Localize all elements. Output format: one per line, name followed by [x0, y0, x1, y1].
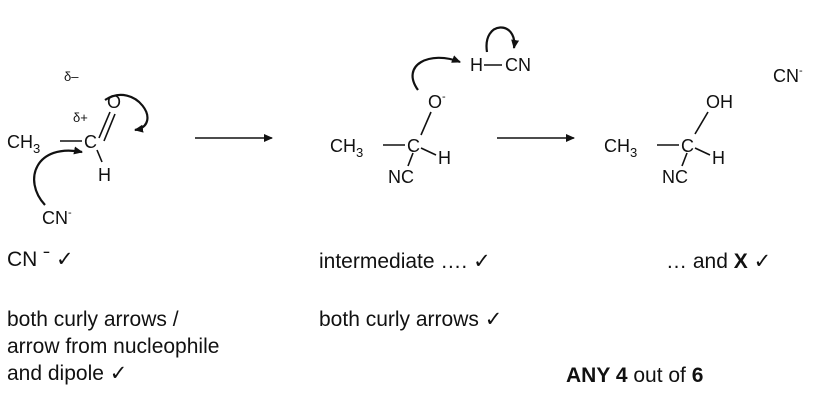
intermediate-nitrile: NC	[388, 167, 414, 187]
pi-bond-curly-arrow	[104, 93, 149, 133]
alkoxide-oxygen: O-	[428, 91, 446, 112]
delta-minus-label: δ–	[64, 69, 79, 84]
product-hydrogen: H	[712, 148, 725, 168]
hydroxyl-group: OH	[706, 92, 733, 112]
methyl-group-intermediate: CH3	[330, 136, 363, 160]
methyl-group: CH3	[7, 132, 40, 156]
c-cn-bond-intermediate	[407, 152, 414, 167]
ch-bond-intermediate	[420, 147, 437, 156]
reaction-scheme: δ– O δ+ CH3 C H CN- H CN O- CH3 C H NC O…	[7, 26, 803, 228]
product-carbon: C	[681, 136, 694, 156]
alkoxide-intermediate: H CN O- CH3 C H NC	[330, 26, 531, 187]
hcn-hydrogen: H	[470, 55, 483, 75]
hydrogen-atom: H	[98, 165, 111, 185]
cyanide-byproduct: CN-	[773, 65, 803, 86]
co-double-bond-a	[98, 111, 111, 139]
nucleophile-attack-arrow	[33, 146, 83, 206]
product-mark-note: … and X ✓	[666, 250, 772, 273]
cn-mark-note: CN ˉ ✓	[7, 248, 74, 271]
ch-bond-product	[694, 147, 711, 156]
delta-plus-label: δ+	[73, 110, 88, 125]
product-nitrile: NC	[662, 167, 688, 187]
co-single-bond	[420, 111, 432, 136]
hydroxynitrile-product: OH CH3 C H NC	[604, 92, 733, 187]
c-oh-bond	[694, 111, 709, 135]
hcn-cyanide: CN	[505, 55, 531, 75]
methyl-group-product: CH3	[604, 136, 637, 160]
reactant-ethanal: δ– O δ+ CH3 C H CN-	[7, 69, 149, 228]
c-cn-bond-product	[681, 152, 688, 167]
alkoxide-curly-arrow	[411, 55, 461, 91]
intermediate-carbon: C	[407, 136, 420, 156]
curly-arrows-middle-note: both curly arrows ✓	[319, 308, 503, 331]
hcn-curly-arrow	[485, 26, 520, 53]
any-out-of-note: ANY 4 out of 6	[566, 364, 704, 387]
ch-bond	[96, 149, 103, 163]
cyanide-nucleophile: CN-	[42, 207, 72, 228]
carbonyl-carbon: C	[84, 132, 97, 152]
co-double-bond-b	[103, 113, 116, 142]
intermediate-mark-note: intermediate …. ✓	[319, 250, 491, 273]
curly-arrows-note: both curly arrows / arrow from nucleophi…	[7, 308, 220, 385]
intermediate-hydrogen: H	[438, 148, 451, 168]
